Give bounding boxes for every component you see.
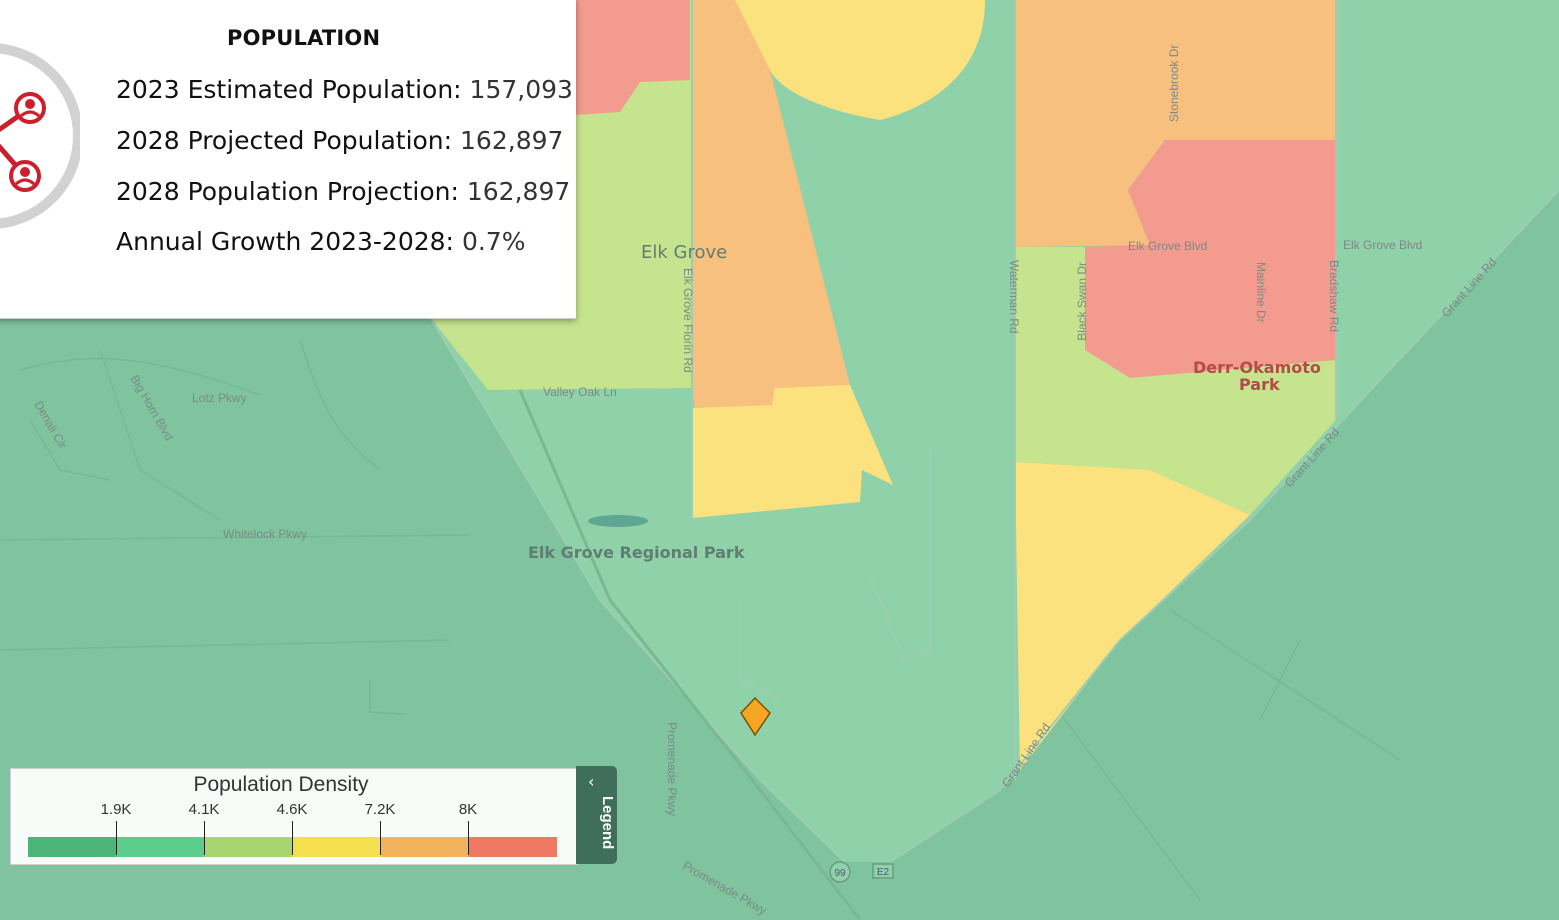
legend-tick-label: 4.6K bbox=[276, 801, 308, 818]
legend-tick bbox=[380, 821, 381, 855]
road-label: Elk Grove Blvd bbox=[1343, 238, 1422, 252]
legend-color-segment bbox=[380, 837, 469, 857]
people-network-icon bbox=[0, 43, 80, 229]
place-label-elk-grove: Elk Grove bbox=[641, 242, 727, 263]
legend-title-text: Population Density bbox=[193, 773, 369, 796]
stat-value: 162,897 bbox=[466, 177, 571, 206]
stat-2028-projected: 2028 Projected Population: 162,897 bbox=[116, 126, 563, 155]
legend-tick bbox=[204, 821, 205, 855]
legend-tick bbox=[116, 821, 117, 855]
stat-value: 0.7% bbox=[461, 227, 526, 256]
stat-2028-projection: 2028 Population Projection: 162,897 bbox=[116, 177, 570, 206]
park-label-derr-okamoto-line2: Park bbox=[1239, 375, 1280, 394]
stat-label: 2028 Population Projection: bbox=[116, 177, 459, 206]
legend-toggle-button[interactable]: ‹ Legend bbox=[576, 766, 617, 864]
highway-shield-e2: E2 bbox=[872, 863, 894, 879]
density-zone-orange-ne bbox=[1015, 0, 1336, 247]
map-pin-icon[interactable] bbox=[740, 696, 771, 737]
legend-color-segment bbox=[28, 837, 117, 857]
legend-tick-label: 4.1K bbox=[188, 801, 220, 818]
legend-color-segment bbox=[116, 837, 205, 857]
road-label: Black Swan Dr bbox=[1075, 262, 1089, 341]
highway-shield-99: 99 bbox=[829, 861, 851, 883]
legend-tick-label: 8K bbox=[458, 801, 478, 818]
legend-tick-label: 1.9K bbox=[100, 801, 132, 818]
svg-text:99: 99 bbox=[834, 868, 846, 879]
density-zone-mid-east bbox=[1015, 247, 1336, 515]
road-label: Mainline Dr bbox=[1254, 262, 1268, 323]
legend-color-segment bbox=[468, 837, 557, 857]
legend-panel: Population Density 1.9K 4.1K 4.6K 7.2K 8… bbox=[10, 768, 578, 865]
legend-tick-label: 7.2K bbox=[364, 801, 396, 818]
legend-tick bbox=[468, 821, 469, 855]
stat-value: 157,093 bbox=[469, 75, 573, 104]
road-label: Waterman Rd bbox=[1007, 260, 1021, 334]
legend-toggle-label: Legend bbox=[599, 796, 616, 850]
legend-color-segment bbox=[292, 837, 381, 857]
svg-text:E2: E2 bbox=[877, 867, 890, 878]
stat-annual-growth: Annual Growth 2023-2028: 0.7% bbox=[116, 227, 525, 256]
density-zone-red-ne bbox=[1085, 140, 1336, 378]
legend-color-bar bbox=[28, 837, 557, 857]
density-zone-yellow-n bbox=[735, 0, 985, 120]
stat-label: 2028 Projected Population: bbox=[116, 126, 453, 155]
density-zone-orange-center bbox=[692, 0, 850, 408]
road-label: Elk Grove Blvd bbox=[1128, 239, 1207, 253]
background-streets bbox=[0, 339, 1401, 901]
card-title: POPULATION bbox=[227, 26, 381, 50]
road-label: Whitelock Pkwy bbox=[223, 527, 307, 541]
density-zone-yellow-se bbox=[1015, 462, 1250, 770]
road-label: Stonebrook Dr bbox=[1167, 45, 1181, 122]
road-label: Promenade Pkwy bbox=[665, 722, 679, 816]
density-zone-yellow-center bbox=[692, 385, 893, 518]
stat-2023-estimated: 2023 Estimated Population: 157,093 bbox=[116, 75, 573, 104]
highway bbox=[518, 389, 862, 920]
population-card: POPULATION 2023 Estimated Population: 15… bbox=[0, 0, 576, 319]
place-label-regional-park: Elk Grove Regional Park bbox=[528, 543, 745, 562]
legend-color-segment bbox=[204, 837, 293, 857]
legend-tick bbox=[292, 821, 293, 855]
park-label-derr-okamoto: Derr-Okamoto bbox=[1193, 358, 1321, 377]
road-label: Elk Grove Florin Rd bbox=[681, 268, 695, 373]
road-label: Lotz Pkwy bbox=[192, 391, 247, 405]
density-zone-red-nw bbox=[575, 0, 690, 115]
chevron-left-icon: ‹ bbox=[588, 772, 595, 791]
stat-label: 2023 Estimated Population: bbox=[116, 75, 462, 104]
stat-label: Annual Growth 2023-2028: bbox=[116, 227, 454, 256]
pond bbox=[588, 515, 648, 527]
stat-value: 162,897 bbox=[460, 126, 564, 155]
road-label: Bradshaw Rd bbox=[1327, 260, 1341, 332]
road-label: Valley Oak Ln bbox=[543, 385, 617, 399]
legend-title: Population Density bbox=[11, 773, 571, 797]
roads bbox=[419, 0, 1559, 863]
